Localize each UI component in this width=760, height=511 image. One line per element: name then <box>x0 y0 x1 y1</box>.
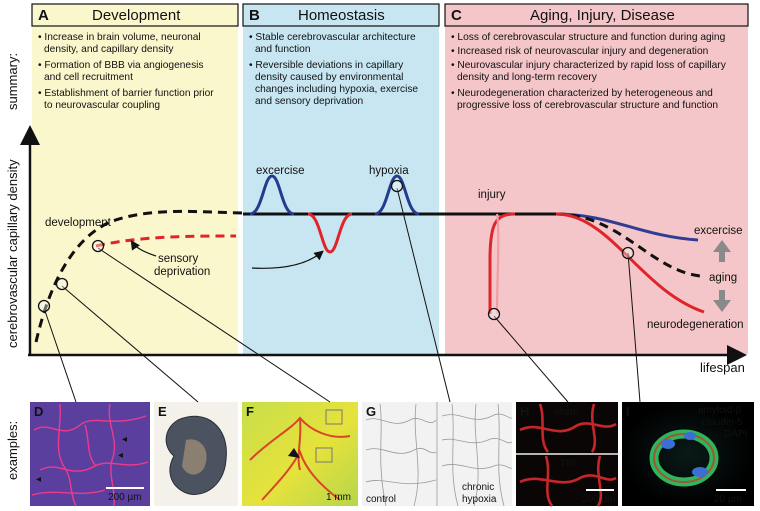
connector-i <box>627 252 641 403</box>
panel-e-letter: E <box>158 404 167 419</box>
panel-d-letter: D <box>34 404 43 419</box>
label-excercise-right: excercise <box>694 225 743 237</box>
phase-c-bullet-3-line-1: • Neurovascular injury characterized by … <box>451 60 727 71</box>
panel-g-hypoxia: hypoxia <box>462 494 497 505</box>
phase-c-bullet-3-line-2: density and long-term recovery <box>457 72 598 83</box>
panel-i-letter: I <box>626 404 630 419</box>
phase-b-bullet-2-line-1: • Reversible deviations in capillary <box>249 60 404 71</box>
label-sensory: sensory <box>158 253 199 265</box>
panel-f-letter: F <box>246 404 254 419</box>
label-development: development <box>45 217 112 229</box>
phase-b-bullet-2-line-4: and sensory deprivation <box>255 96 363 107</box>
svg-text:◂: ◂ <box>36 474 41 485</box>
marker-d <box>37 299 51 313</box>
panel-g-letter: G <box>366 404 376 419</box>
phase-b-letter: B <box>249 7 260 24</box>
panel-i-claudin: claudin-5 <box>702 417 743 428</box>
marker-e <box>55 277 69 291</box>
phase-b-bullet-2-line-3: changes including hypoxia, exercise <box>255 84 418 95</box>
aging-curve <box>555 212 701 278</box>
phase-a-bullet-3-line-1: • Establishment of barrier function prio… <box>38 88 214 99</box>
label-neurodegeneration: neurodegeneration <box>647 319 744 331</box>
phase-c-letter: C <box>451 7 462 24</box>
examples-label: examples: <box>5 421 20 480</box>
svg-text:◂: ◂ <box>122 434 127 445</box>
panel-h-tbi: TBI <box>560 458 576 469</box>
phase-c-bullet-4-line-2: progressive loss of cerebrovascular stru… <box>457 100 718 111</box>
down-arrow <box>713 290 731 312</box>
hypoxia-bump <box>374 174 420 216</box>
marker-g <box>390 179 404 193</box>
phase-c-bullet-2: • Increased risk of neurovascular injury… <box>451 46 708 57</box>
label-deprivation: deprivation <box>154 266 210 278</box>
injury-drop <box>488 212 516 314</box>
marker-f <box>91 239 105 253</box>
panel-i-amyloid: amyloid-β <box>698 405 742 416</box>
sensory-arrow-right <box>251 250 324 269</box>
phase-a-bullet-3-line-2: to neurovascular coupling <box>44 100 160 111</box>
connector-e <box>61 285 199 403</box>
sensory-arrow-left <box>130 240 157 257</box>
phase-a-background <box>32 26 238 354</box>
panel-i-dapi: DAPI <box>724 429 747 440</box>
marker-h <box>487 307 501 321</box>
phase-a-letter: A <box>38 7 49 24</box>
svg-text:◂: ◂ <box>118 450 123 461</box>
connector-h <box>493 315 569 403</box>
phase-a-title: Development <box>92 7 181 24</box>
panel-f-scale: 1 mm <box>326 492 351 503</box>
panel-h-scale: 200 µm <box>582 494 616 505</box>
label-injury: injury <box>478 189 506 201</box>
phase-c-bullet-4-line-1: • Neurodegeneration characterized by het… <box>451 88 713 99</box>
phase-b-bullet-1-line-1: • Stable cerebrovascular architecture <box>249 32 416 43</box>
panel-d-scale: 200 µm <box>108 492 142 503</box>
panel-h-letter: H <box>520 404 529 419</box>
phase-a-bullet-2-line-1: • Formation of BBB via angiogenesis <box>38 60 204 71</box>
phase-a-header <box>31 3 239 27</box>
development-curve <box>34 209 244 343</box>
phase-b-bullet-1-line-2: and function <box>255 44 311 55</box>
panel-i-scale: 20 µm <box>714 494 742 505</box>
panel-g-chronic: chronic <box>462 482 494 493</box>
panel-g-control: control <box>366 494 396 505</box>
deprivation-dip <box>307 212 353 254</box>
phase-c-background <box>445 26 748 354</box>
sensory-deprivation-curve <box>95 234 237 248</box>
y-axis-label: cerebrovascular capillary density <box>5 159 20 348</box>
connector-d <box>43 307 77 403</box>
phase-a-bullet-1-line-2: density, and capillary density <box>44 44 174 55</box>
phase-c-header <box>444 3 749 27</box>
x-axis-label: lifespan <box>700 360 745 375</box>
summary-label: summary: <box>5 53 20 110</box>
label-aging: aging <box>709 272 737 284</box>
phase-a-bullet-1-line-1: • Increase in brain volume, neuronal <box>38 32 201 43</box>
phase-b-title: Homeostasis <box>298 7 385 24</box>
phase-a-bullet-2-line-2: and cell recruitment <box>44 72 133 83</box>
up-arrow <box>713 240 731 262</box>
phase-c-bullet-1: • Loss of cerebrovascular structure and … <box>451 32 726 43</box>
label-hypoxia: hypoxia <box>369 165 409 177</box>
injury-recovery <box>495 213 500 315</box>
exercise-bump <box>249 174 295 216</box>
phase-b-bullet-2-line-2: density caused by environmental <box>255 72 403 83</box>
connector-f <box>97 247 331 403</box>
phase-c-title: Aging, Injury, Disease <box>530 7 675 24</box>
panel-h-sham: sham <box>554 407 578 418</box>
marker-i <box>621 246 635 260</box>
label-excercise-top: excercise <box>256 165 305 177</box>
connector-g <box>396 187 451 403</box>
panel-i-image <box>622 402 754 506</box>
phase-b-header <box>242 3 440 27</box>
neurodegeneration-curve <box>555 212 705 314</box>
